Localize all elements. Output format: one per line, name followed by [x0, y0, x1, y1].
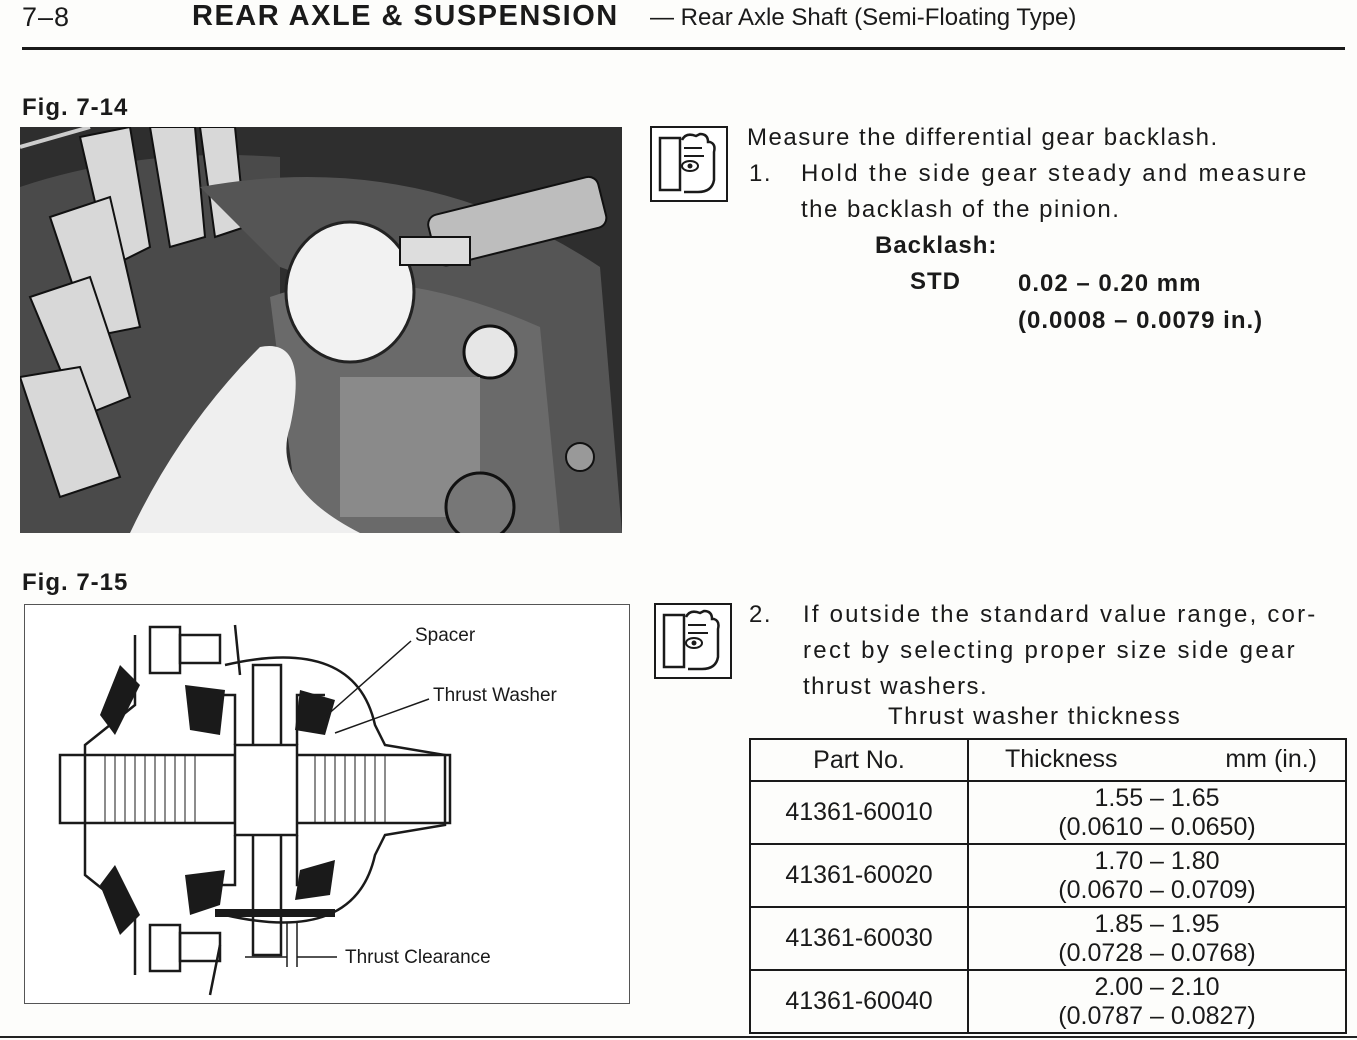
part-number-cell: 41361-60030: [749, 906, 969, 971]
callout-thrust-washer: Thrust Washer: [433, 685, 558, 706]
thickness-unit: mm (in.): [1225, 745, 1317, 773]
thickness-label: Thickness: [1005, 745, 1118, 773]
step1-line2: the backlash of the pinion.: [801, 196, 1121, 223]
column-header-thickness: Thickness mm (in.): [967, 738, 1347, 782]
table-header-row: Part No. Thickness mm (in.): [749, 738, 1347, 782]
step1-line1: Hold the side gear steady and measure: [801, 160, 1309, 187]
step2-number: 2.: [749, 601, 773, 628]
inspection-hand-icon: [650, 126, 728, 202]
thickness-cell: 2.00 – 2.10(0.0787 – 0.0827): [967, 969, 1347, 1034]
thickness-mm: 1.55 – 1.65: [1094, 783, 1220, 812]
thickness-cell: 1.70 – 1.80(0.0670 – 0.0709): [967, 843, 1347, 908]
inspection-hand-icon: [654, 603, 732, 679]
step2-line2: rect by selecting proper size side gear: [803, 637, 1297, 664]
thickness-in: (0.0610 – 0.0650): [1058, 812, 1256, 841]
callout-spacer: Spacer: [415, 625, 476, 646]
backlash-value-in: (0.0008 – 0.0079 in.): [1018, 307, 1264, 334]
part-number-cell: 41361-60010: [749, 780, 969, 845]
figure-label-7-14: Fig. 7-14: [22, 94, 129, 121]
thickness-mm: 1.70 – 1.80: [1094, 846, 1220, 875]
step1-intro: Measure the differential gear backlash.: [747, 124, 1219, 151]
column-header-part-no: Part No.: [749, 738, 969, 782]
table-caption: Thrust washer thickness: [888, 703, 1182, 730]
thickness-in: (0.0787 – 0.0827): [1058, 1001, 1256, 1030]
backlash-value-mm: 0.02 – 0.20 mm: [1018, 270, 1202, 297]
section-title: REAR AXLE & SUSPENSION: [192, 0, 619, 32]
part-number-cell: 41361-60040: [749, 969, 969, 1034]
thickness-cell: 1.85 – 1.95(0.0728 – 0.0768): [967, 906, 1347, 971]
step1-number: 1.: [749, 160, 773, 187]
step2-line1: If outside the standard value range, cor…: [803, 601, 1318, 628]
thickness-cell: 1.55 – 1.65(0.0610 – 0.0650): [967, 780, 1347, 845]
bottom-rule: [0, 1036, 1357, 1038]
table-row: 41361-60020 1.70 – 1.80(0.0670 – 0.0709): [749, 843, 1347, 908]
table-row: 41361-60030 1.85 – 1.95(0.0728 – 0.0768): [749, 906, 1347, 971]
callout-thrust-clearance: Thrust Clearance: [345, 947, 491, 968]
table-row: 41361-60010 1.55 – 1.65(0.0610 – 0.0650): [749, 780, 1347, 845]
header-rule: [22, 47, 1345, 50]
thickness-mm: 1.85 – 1.95: [1094, 909, 1220, 938]
std-label: STD: [910, 268, 961, 295]
part-number-cell: 41361-60020: [749, 843, 969, 908]
page-number: 7–8: [22, 2, 71, 32]
section-subtitle: — Rear Axle Shaft (Semi-Floating Type): [650, 4, 1077, 31]
thickness-mm: 2.00 – 2.10: [1094, 972, 1220, 1001]
table-row: 41361-60040 2.00 – 2.10(0.0787 – 0.0827): [749, 969, 1347, 1034]
backlash-heading: Backlash:: [875, 232, 998, 259]
backlash-measurement-photo: [20, 127, 622, 533]
thickness-in: (0.0670 – 0.0709): [1058, 875, 1256, 904]
differential-cross-section-diagram: Spacer Thrust Washer Thrust Clearance: [24, 604, 630, 1004]
thickness-in: (0.0728 – 0.0768): [1058, 938, 1256, 967]
step2-line3: thrust washers.: [803, 673, 989, 700]
figure-label-7-15: Fig. 7-15: [22, 569, 129, 596]
thrust-washer-table: Part No. Thickness mm (in.) 41361-60010 …: [749, 738, 1347, 1034]
